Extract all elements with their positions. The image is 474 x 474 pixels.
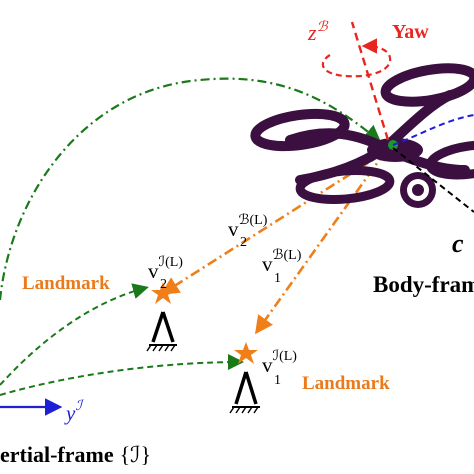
v2-inertial-label: vℐ(L): [148, 255, 183, 283]
landmark-2-marker: [146, 282, 177, 352]
body-x-axis: [392, 114, 474, 146]
landmark-2-label: Landmark: [22, 273, 110, 294]
v2-body-sub: 2: [240, 235, 247, 250]
quadrotor-drone: [250, 63, 474, 208]
position-vector-landmark-1: [0, 354, 244, 396]
landmark-1-marker: [229, 342, 260, 414]
v1-inertial-label: vℐ(L): [262, 349, 297, 377]
body-vector-v2: [160, 150, 386, 295]
z-body-label: zℬ: [307, 20, 329, 45]
v2-inertial-sub: 2: [160, 277, 167, 292]
v1-inertial-sub: 1: [274, 373, 281, 388]
v2-body-label: vℬ(L): [228, 213, 268, 241]
landmark-1-label: Landmark: [302, 373, 390, 394]
trajectory-curve: [0, 77, 382, 301]
v1-body-label: vℬ(L): [262, 248, 302, 276]
y-inertial-label: yℐ: [64, 399, 84, 425]
body-vector-v1: [254, 151, 387, 335]
inertial-frame-label: ertial-frame{ℐ}: [0, 442, 151, 467]
v1-body-sub: 1: [274, 271, 281, 286]
yaw-rotation-arrow: [321, 38, 392, 78]
yaw-label: Yaw: [392, 21, 429, 43]
cut-label: c: [452, 229, 464, 258]
position-vector-landmark-2: [0, 283, 149, 386]
body-frame-label: Body-fram: [373, 272, 474, 297]
z-body-axis: [350, 21, 390, 141]
body-y-axis: [392, 147, 474, 213]
